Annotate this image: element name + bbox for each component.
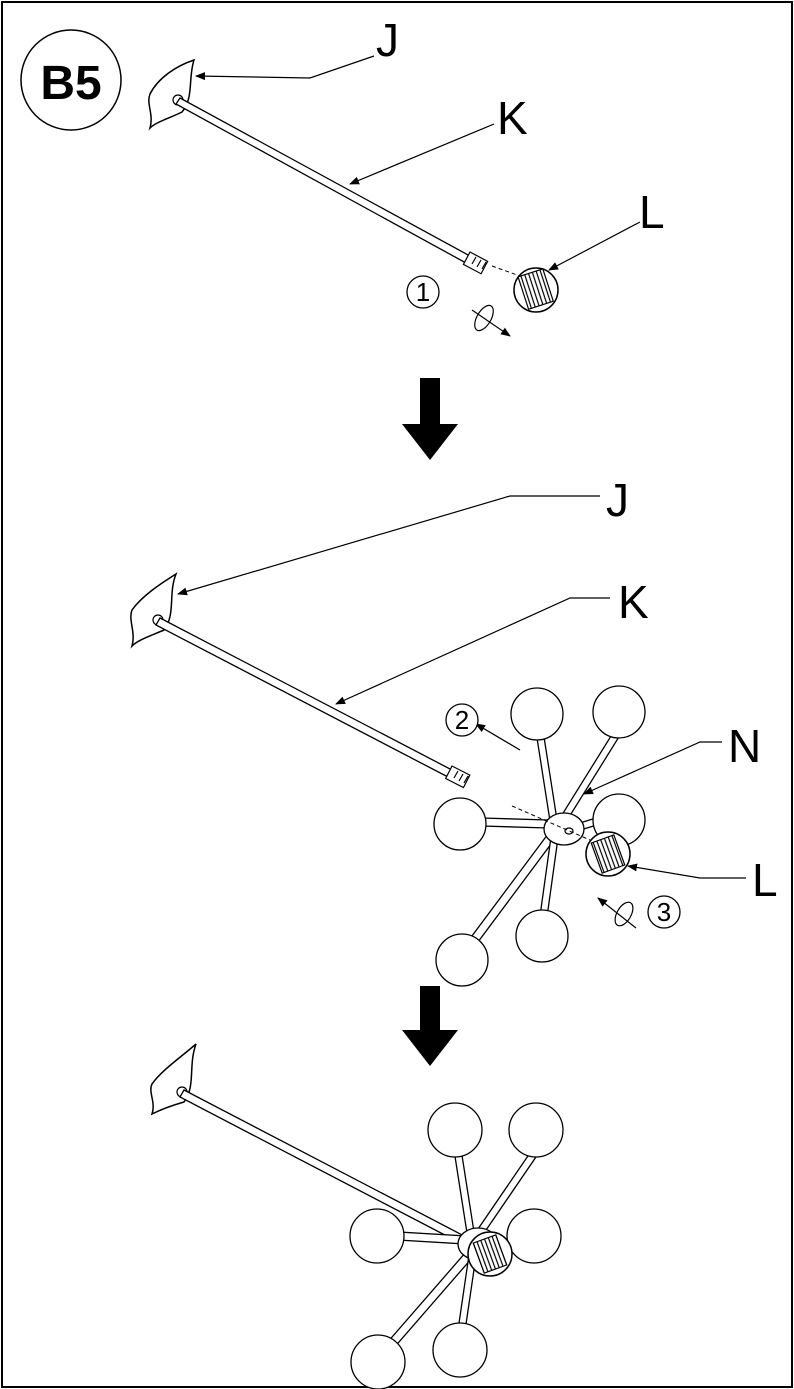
panel-2: J K N L 2 3 <box>130 474 778 987</box>
step-badge: B5 <box>40 57 101 110</box>
knob <box>467 1231 513 1277</box>
step-3-number: 3 <box>657 897 671 927</box>
step-2-circle <box>445 703 479 737</box>
knob <box>585 831 631 877</box>
label-k: K <box>497 92 528 144</box>
rotate-icon <box>471 304 511 337</box>
step-2-arrow <box>475 723 521 751</box>
chandelier <box>433 685 646 987</box>
rod-thread <box>462 251 489 275</box>
leader-l <box>548 221 641 271</box>
alignment-line <box>491 265 521 277</box>
step-2-number: 2 <box>455 705 469 735</box>
leader-n <box>583 741 722 795</box>
label-l: L <box>752 854 778 906</box>
leader-l <box>627 863 746 879</box>
label-l: L <box>639 186 665 238</box>
step-3-circle <box>647 895 681 929</box>
leader-j <box>195 55 375 81</box>
down-arrow-icon <box>402 986 458 1066</box>
step-1-circle <box>406 275 440 309</box>
step-1-number: 1 <box>416 277 430 307</box>
leader-j <box>177 495 600 596</box>
step-badge-circle <box>20 29 122 131</box>
down-arrow-icon <box>402 378 458 460</box>
panel-1: B5 J K L 1 <box>20 14 665 337</box>
label-k: K <box>618 576 649 628</box>
label-j: J <box>606 474 629 526</box>
panel-3 <box>150 1043 564 1389</box>
knob <box>513 267 559 313</box>
rod-thread <box>444 765 471 789</box>
rotate-icon <box>597 897 637 929</box>
ceiling-plate <box>148 58 196 131</box>
label-n: N <box>728 720 761 772</box>
leader-k <box>335 597 610 705</box>
leader-k <box>349 123 495 185</box>
label-j: J <box>376 14 399 66</box>
